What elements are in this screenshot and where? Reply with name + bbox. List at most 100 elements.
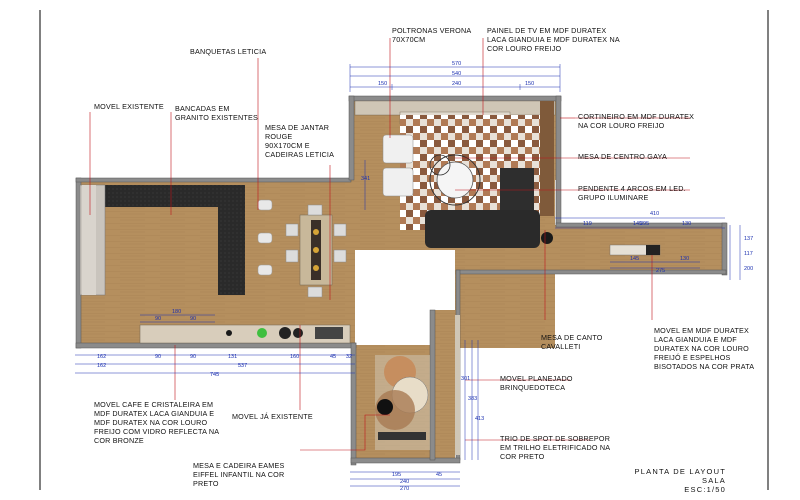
label-movel-cafe-line2: MDF DURATEX LACA GIANDUIA E: [94, 409, 215, 418]
label-mesa-jantar: MESA DE JANTAR ROUGE 90X170CM E CADEIRAS…: [265, 123, 334, 159]
dim-lb-131: 131: [228, 354, 237, 360]
dim-top-240: 240: [452, 81, 461, 87]
label-mesa-eames-line2: EIFFEL INFANTIL NA COR: [193, 470, 285, 479]
side-table: [541, 232, 553, 244]
dim-top-150a: 150: [378, 81, 387, 87]
dim-b-195: 195: [392, 472, 401, 478]
dim-r-145b: 145: [630, 256, 639, 262]
label-poltronas-line2: 70X70CM: [392, 35, 426, 44]
coffee-table: [429, 154, 481, 206]
title-scale: ESC:1/50: [684, 485, 726, 494]
dim-r-145a: 145: [633, 221, 642, 227]
label-cortineiro-line1: CORTINEIRO EM MDF DURATEX: [578, 112, 695, 121]
label-cortineiro: CORTINEIRO EM MDF DURATEX NA COR LOURO F…: [578, 112, 694, 130]
dim-r-130a: 130: [682, 221, 691, 227]
dim-counter-180: 180: [172, 309, 181, 315]
sofa-chaise: [500, 168, 534, 210]
label-movel-mdf-line5: BISOTADOS NA COR PRATA: [654, 362, 755, 371]
dim-v-301: 301: [461, 376, 470, 382]
label-trio-spot-line2: EM TRILHO ELETRIFICADO NA: [500, 443, 611, 452]
label-movel-cafe-line5: COR BRONZE: [94, 436, 144, 445]
label-movel-existente: MOVEL EXISTENTE: [94, 102, 164, 111]
dim-r-410: 410: [650, 211, 659, 217]
dim-counter-90a: 90: [155, 316, 161, 322]
label-pendente-line2: GRUPO ILUMINARE: [578, 193, 649, 202]
mdf-console-detail: [646, 245, 660, 255]
label-movel-cafe: MOVEL CAFE E CRISTALEIRA EM MDF DURATEX …: [94, 400, 219, 445]
dim-rv-137: 137: [744, 236, 753, 242]
dining-table: [285, 204, 347, 298]
kids-area: [375, 355, 430, 450]
dim-b-45: 45: [436, 472, 442, 478]
label-mesa-eames-line3: PRETO: [193, 479, 219, 488]
cafe-accessories: [226, 327, 343, 339]
label-mesa-jantar-line4: CADEIRAS LETICIA: [265, 150, 335, 159]
dim-lb-45: 45: [330, 354, 336, 360]
label-pendente-line1: PENDENTE 4 ARCOS EM LED.: [578, 184, 686, 193]
label-bancadas: BANCADAS EM GRANITO EXISTENTES: [175, 104, 258, 122]
label-movel-planejado-line2: BRINQUEDOTECA: [500, 383, 566, 392]
dim-top-570: 570: [452, 61, 461, 67]
label-painel-tv-line3: COR LOURO FREIJO: [487, 44, 562, 53]
tv-panel-side: [540, 101, 554, 216]
label-mesa-eames-line1: MESA E CADEIRA EAMES: [193, 461, 285, 470]
label-movel-ja-existente: MOVEL JÁ EXISTENTE: [232, 412, 313, 421]
dim-lb-90a: 90: [155, 354, 161, 360]
label-movel-planejado-line1: MOVEL PLANEJADO: [500, 374, 573, 383]
label-pendente: PENDENTE 4 ARCOS EM LED. GRUPO ILUMINARE: [578, 184, 686, 202]
granite-counter: [100, 185, 245, 295]
dim-lb-745: 745: [210, 372, 219, 378]
dim-b-270: 270: [400, 486, 409, 492]
dim-rv-200: 200: [744, 266, 753, 272]
label-painel-tv-line1: PAINEL DE TV EM MDF DURATEX: [487, 26, 607, 35]
dim-v-383: 383: [468, 396, 477, 402]
label-movel-mdf: MOVEL EM MDF DURATEX LACA GIANDUIA E MDF…: [654, 326, 754, 371]
label-mesa-jantar-line2: ROUGE: [265, 132, 293, 141]
label-movel-cafe-line4: FREIJO COM VIDRO REFLECTA NA: [94, 427, 220, 436]
label-painel-tv-line2: LACA GIANDUIA E MDF DURATEX NA: [487, 35, 620, 44]
dim-r-395: 395: [640, 221, 649, 227]
label-trio-spot-line1: TRIO DE SPOT DE SOBREPOR: [500, 434, 611, 443]
title-line2: SALA: [702, 476, 726, 485]
dim-b-240: 240: [400, 479, 409, 485]
label-bancadas-line1: BANCADAS EM: [175, 104, 230, 113]
label-poltronas-line1: POLTRONAS VERONA: [392, 26, 472, 35]
label-movel-mdf-line1: MOVEL EM MDF DURATEX: [654, 326, 750, 335]
dim-counter-90b: 90: [190, 316, 196, 322]
label-bancadas-line2: GRANITO EXISTENTES: [175, 113, 258, 122]
existing-furniture-top: [82, 185, 96, 295]
dim-lb-160: 160: [290, 354, 299, 360]
dim-r-275: 275: [656, 268, 665, 274]
dim-lb-537: 537: [238, 363, 247, 369]
label-mesa-canto-line2: CAVALLETI: [541, 342, 581, 351]
label-mesa-jantar-line3: 90X170CM E: [265, 141, 310, 150]
label-banquetas: BANQUETAS LETICIA: [190, 47, 267, 56]
dimension-lines: [75, 64, 741, 487]
label-movel-mdf-line4: FREIJÓ E ESPELHOS: [654, 353, 731, 362]
label-mesa-jantar-line1: MESA DE JANTAR: [265, 123, 330, 132]
stools: [257, 199, 273, 276]
label-poltronas: POLTRONAS VERONA 70X70CM: [392, 26, 471, 44]
dim-lb-90b: 90: [190, 354, 196, 360]
label-mesa-eames: MESA E CADEIRA EAMES EIFFEL INFANTIL NA …: [193, 461, 284, 488]
label-mesa-canto: MESA DE CANTO CAVALLETI: [541, 333, 603, 351]
leader-lines: [89, 38, 690, 451]
label-painel-tv: PAINEL DE TV EM MDF DURATEX LACA GIANDUI…: [487, 26, 620, 53]
dim-top-150b: 150: [525, 81, 534, 87]
label-mesa-centro: MESA DE CENTRO GAYA: [578, 152, 667, 161]
label-movel-mdf-line2: LACA GIANDUIA E MDF: [654, 335, 737, 344]
toy-cabinet: [455, 315, 460, 455]
label-trio-spot-line3: COR PRETO: [500, 452, 545, 461]
dim-lb-162a: 162: [97, 354, 106, 360]
label-cortineiro-line2: NA COR LOURO FREIJO: [578, 121, 665, 130]
dim-living-341: 341: [361, 176, 370, 182]
drawing-title: PLANTA DE LAYOUT SALA ESC:1/50: [620, 467, 726, 494]
dim-lb-32: 32: [346, 354, 352, 360]
label-trio-spot: TRIO DE SPOT DE SOBREPOR EM TRILHO ELETR…: [500, 434, 610, 461]
label-movel-planejado: MOVEL PLANEJADO BRINQUEDOTECA: [500, 374, 573, 392]
sofa: [425, 210, 540, 248]
label-mesa-canto-line1: MESA DE CANTO: [541, 333, 603, 342]
